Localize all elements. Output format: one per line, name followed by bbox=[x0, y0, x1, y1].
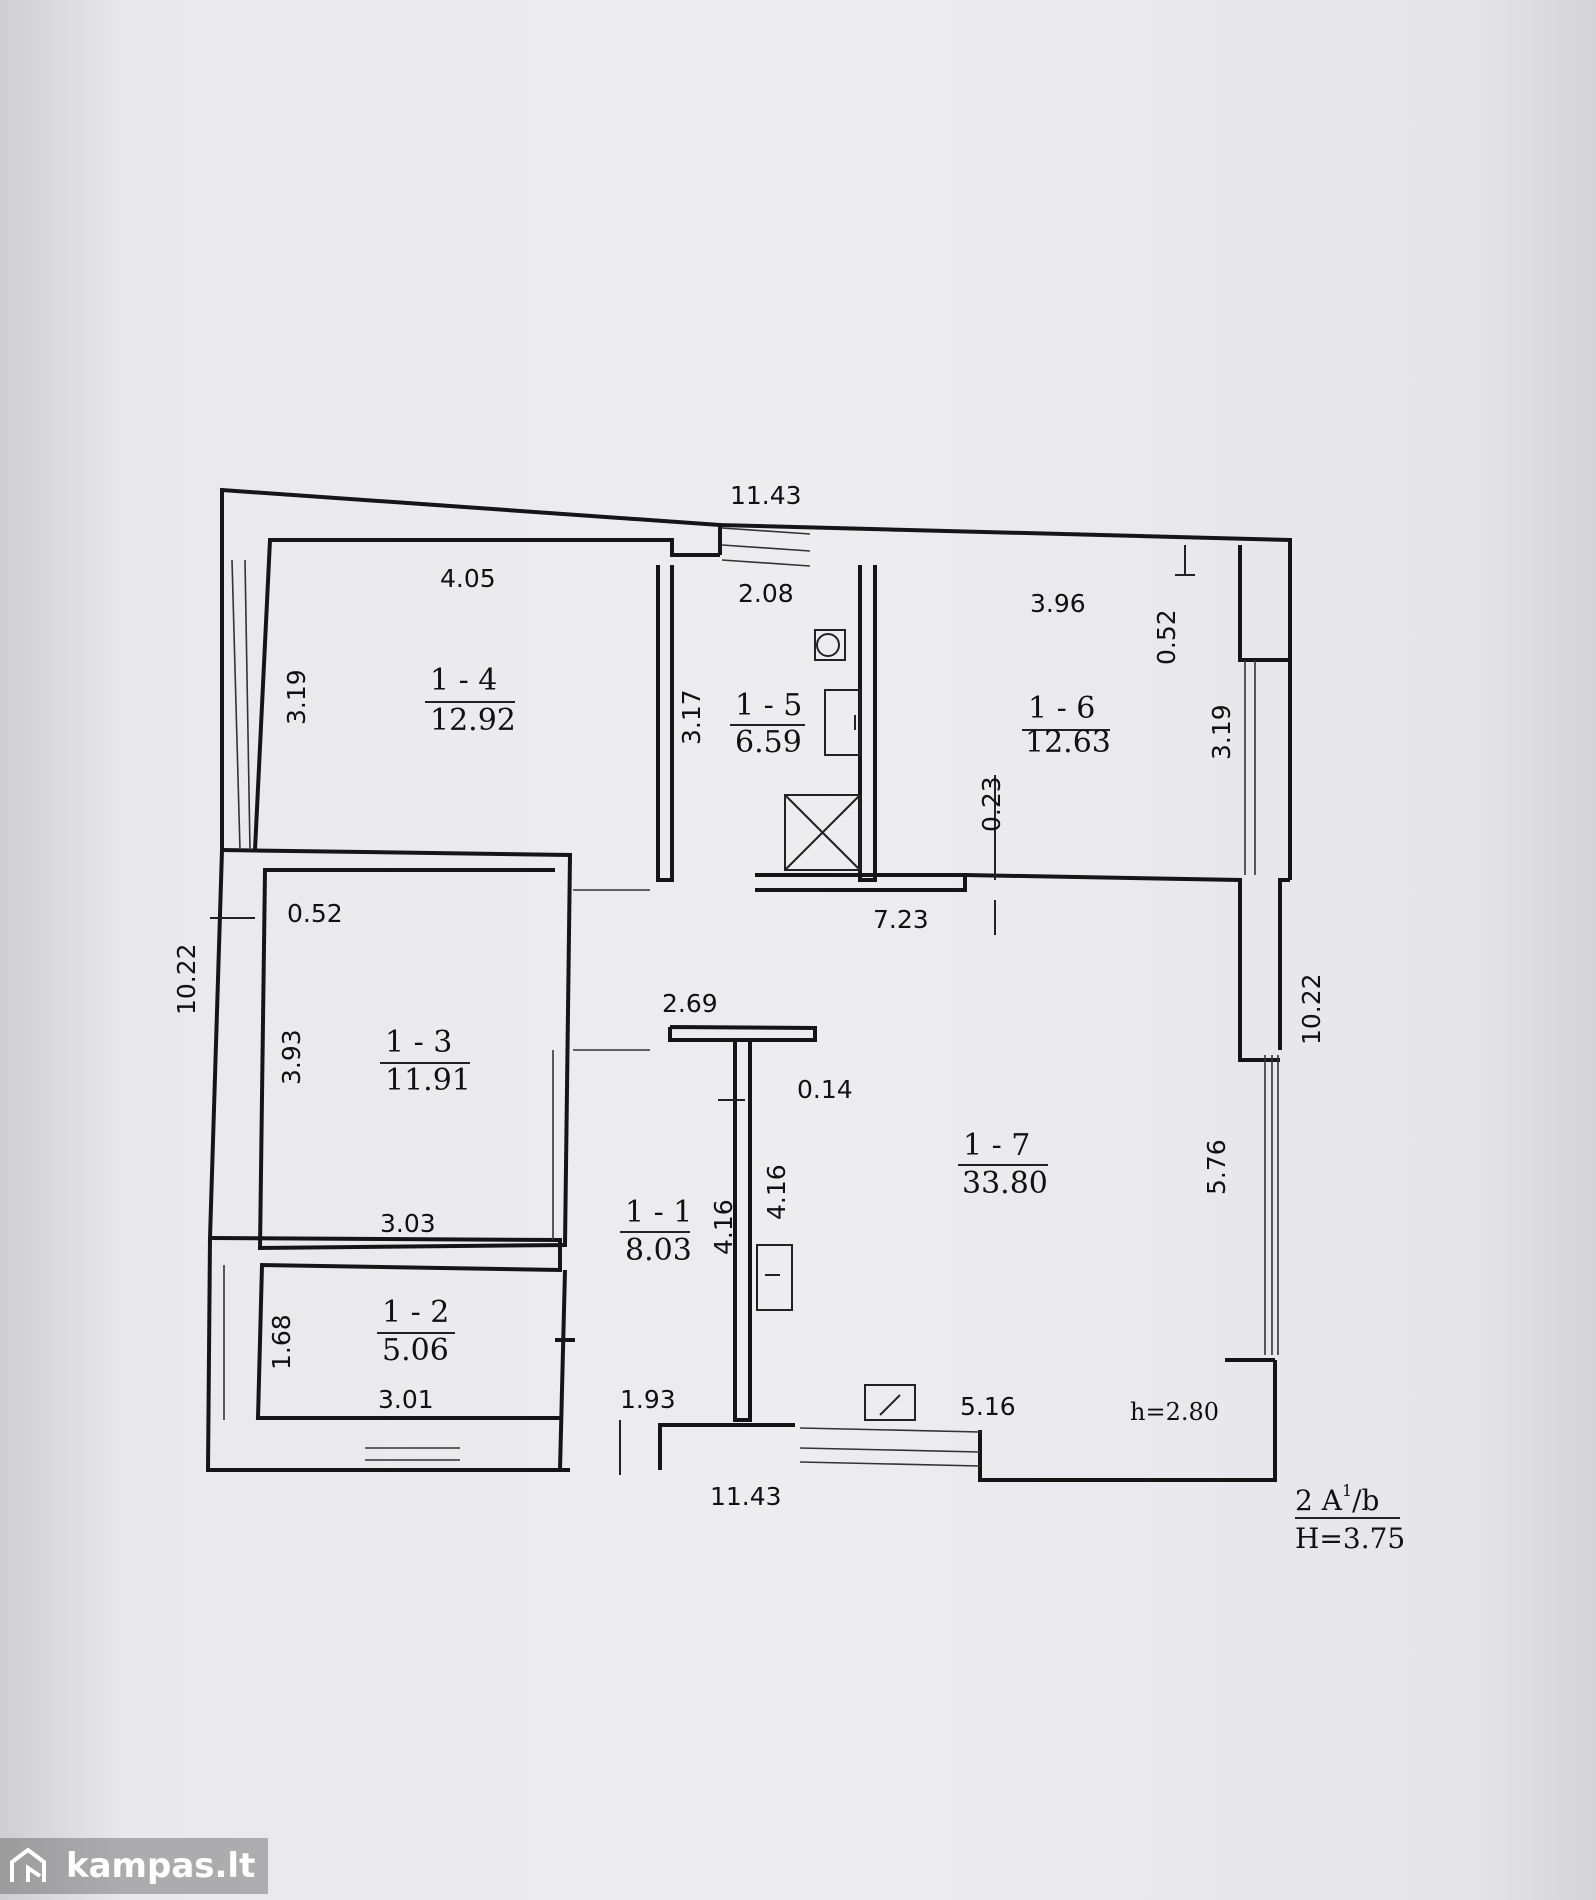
dim-319-right: 3.19 bbox=[1207, 704, 1236, 760]
room-labels: 1 - 4 12.92 1 - 5 6.59 1 - 6 12.63 1 - 3… bbox=[377, 663, 1111, 1368]
windows bbox=[223, 527, 1256, 1467]
shower-icon bbox=[784, 794, 861, 871]
stove-icon bbox=[864, 1384, 916, 1421]
dim-014: 0.14 bbox=[797, 1075, 853, 1104]
dim-023: 0.23 bbox=[977, 776, 1006, 832]
dim-052-top: 0.52 bbox=[1152, 609, 1181, 665]
room-1-2-id: 1 - 2 bbox=[382, 1295, 449, 1330]
dim-396: 3.96 bbox=[1030, 589, 1086, 618]
annotations: h=2.80 2 A1/b H=3.75 bbox=[1130, 1398, 1405, 1555]
room-1-3-id: 1 - 3 bbox=[385, 1025, 452, 1060]
dim-overall-height-right: 10.22 bbox=[1297, 973, 1326, 1045]
dim-319-left: 3.19 bbox=[282, 669, 311, 725]
kitchen-sink-icon bbox=[756, 1244, 793, 1311]
sink-icon bbox=[816, 633, 840, 657]
room-1-7-area: 33.80 bbox=[962, 1166, 1048, 1201]
ceiling-height: h=2.80 bbox=[1130, 1398, 1219, 1426]
building-height: H=3.75 bbox=[1295, 1522, 1405, 1555]
interior-walls bbox=[209, 538, 1280, 1471]
dim-405: 4.05 bbox=[440, 564, 496, 593]
building-code: 2 A1/b bbox=[1295, 1481, 1379, 1517]
watermark-text: kampas.lt bbox=[66, 1846, 256, 1886]
dim-269: 2.69 bbox=[662, 989, 718, 1018]
dim-301: 3.01 bbox=[378, 1385, 434, 1414]
room-1-7-id: 1 - 7 bbox=[963, 1128, 1030, 1163]
watermark: kampas.lt bbox=[0, 1838, 268, 1894]
room-1-6-area: 12.63 bbox=[1025, 725, 1111, 760]
dim-576: 5.76 bbox=[1202, 1139, 1231, 1195]
room-1-6-id: 1 - 6 bbox=[1028, 691, 1095, 726]
dim-overall-width-bottom: 11.43 bbox=[710, 1482, 782, 1511]
dim-516: 5.16 bbox=[960, 1392, 1016, 1421]
dim-393: 3.93 bbox=[277, 1029, 306, 1085]
dim-168: 1.68 bbox=[267, 1314, 296, 1370]
dim-416-b: 4.16 bbox=[762, 1164, 791, 1220]
dimension-labels: 11.43 4.05 2.08 3.96 0.52 3.19 3.17 3.19… bbox=[172, 481, 1326, 1511]
dim-317: 3.17 bbox=[677, 689, 706, 745]
dim-overall-height-left: 10.22 bbox=[172, 943, 201, 1015]
dim-052-left: 0.52 bbox=[287, 899, 343, 928]
room-1-2-area: 5.06 bbox=[382, 1333, 449, 1368]
dim-193: 1.93 bbox=[620, 1385, 676, 1414]
dim-303: 3.03 bbox=[380, 1209, 436, 1238]
room-1-5-area: 6.59 bbox=[735, 725, 802, 760]
dim-723: 7.23 bbox=[873, 905, 929, 934]
dim-416-a: 4.16 bbox=[709, 1199, 738, 1255]
room-1-1-area: 8.03 bbox=[625, 1233, 692, 1268]
house-logo-icon bbox=[10, 1847, 46, 1882]
dimension-markers bbox=[210, 545, 1195, 1475]
dim-208: 2.08 bbox=[738, 579, 794, 608]
bathroom-fixtures bbox=[756, 629, 916, 1421]
room-1-4-area: 12.92 bbox=[430, 703, 516, 738]
dim-overall-width-top: 11.43 bbox=[730, 481, 802, 510]
outer-walls bbox=[205, 487, 1292, 1482]
room-1-3-area: 11.91 bbox=[385, 1063, 471, 1098]
room-1-1-id: 1 - 1 bbox=[625, 1195, 692, 1230]
bathtub-icon bbox=[824, 689, 861, 756]
room-1-4-id: 1 - 4 bbox=[430, 663, 497, 698]
room-1-5-id: 1 - 5 bbox=[735, 688, 802, 723]
